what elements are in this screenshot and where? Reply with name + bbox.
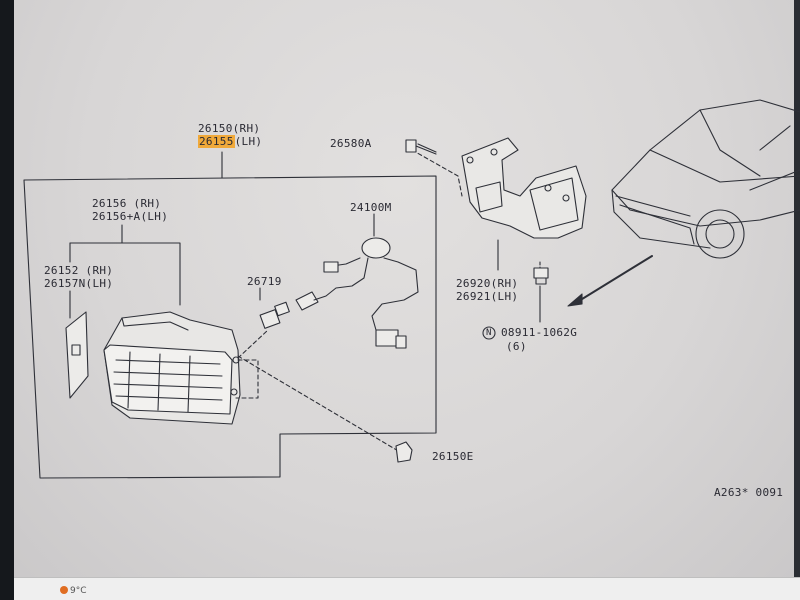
lens-bracket-line bbox=[69, 242, 181, 306]
assembly-rh-label[interactable]: 26150(RH) bbox=[198, 122, 261, 135]
lens-cover-part[interactable] bbox=[65, 311, 89, 399]
harness-label[interactable]: 24100M bbox=[350, 201, 392, 214]
monitor-bezel-right bbox=[794, 0, 800, 600]
bulb-part[interactable] bbox=[259, 291, 319, 329]
clip-label[interactable]: 26150E bbox=[432, 450, 474, 463]
lens-rh-label[interactable]: 26156 (RH) bbox=[92, 197, 162, 210]
diagram-reference: A263* 0091 bbox=[714, 486, 784, 499]
cover-lh-label[interactable]: 26157N(LH) bbox=[44, 277, 114, 290]
location-arrow bbox=[573, 255, 653, 305]
fog-lamp-housing[interactable] bbox=[103, 311, 241, 425]
bolt-label[interactable]: 26580A bbox=[330, 137, 372, 150]
nut-qty-label: (6) bbox=[506, 340, 527, 353]
wiring-harness-part[interactable] bbox=[313, 237, 419, 349]
assembly-lh-label[interactable]: 26155(LH) bbox=[198, 135, 263, 148]
weather-icon[interactable] bbox=[60, 586, 68, 594]
taskbar: 9°C bbox=[14, 577, 800, 600]
assembly-lh-part-number-highlighted: 26155 bbox=[198, 135, 235, 148]
monitor-bezel-left bbox=[0, 0, 14, 600]
bolt-part[interactable] bbox=[405, 139, 437, 155]
weather-temperature[interactable]: 9°C bbox=[70, 586, 87, 596]
nut-part[interactable] bbox=[533, 267, 549, 285]
lens-lh-label[interactable]: 26156+A(LH) bbox=[92, 210, 169, 223]
car-illustration bbox=[611, 99, 800, 259]
bracket-lh-label[interactable]: 26921(LH) bbox=[456, 290, 519, 303]
assembly-outline bbox=[23, 175, 437, 479]
assembly-lh-side: (LH) bbox=[234, 135, 263, 148]
cover-rh-label[interactable]: 26152 (RH) bbox=[44, 264, 114, 277]
mounting-bracket-part[interactable] bbox=[461, 137, 587, 239]
nut-label[interactable]: 08911-1062G bbox=[501, 326, 578, 339]
clip-part[interactable] bbox=[395, 441, 413, 463]
nut-code-letter: N bbox=[486, 328, 492, 338]
bracket-rh-label[interactable]: 26920(RH) bbox=[456, 277, 519, 290]
bulb-label[interactable]: 26719 bbox=[247, 275, 282, 288]
nut-code-circle bbox=[482, 326, 496, 340]
